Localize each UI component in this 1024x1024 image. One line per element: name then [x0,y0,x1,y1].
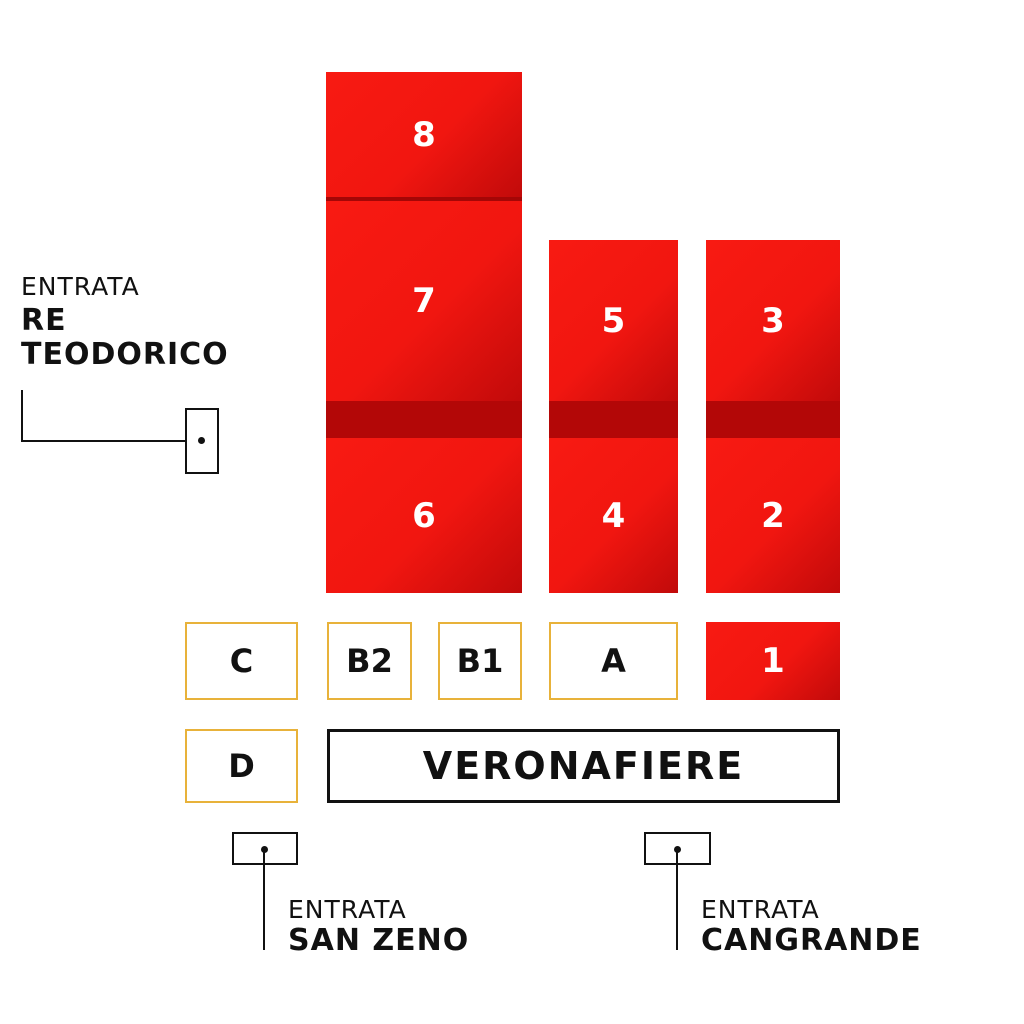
hall-3-label: 3 [761,300,785,341]
hall-1[interactable]: 1 [706,622,840,700]
leader-line [21,390,23,442]
leader-line [676,850,678,950]
entrance-name: SAN ZENO [288,923,470,958]
pavilion-d[interactable]: D [185,729,298,803]
entrance-dot [674,846,681,853]
hall-divider [706,401,840,438]
pavilion-a[interactable]: A [549,622,678,700]
pavilion-b2[interactable]: B2 [327,622,412,700]
hall-2-label: 2 [761,495,785,536]
entrance-prefix: ENTRATA [21,272,140,301]
hall-7-label: 7 [412,281,436,321]
hall-2[interactable]: 2 [706,438,840,593]
entrance-dot [198,437,205,444]
hall-4-label: 4 [601,495,626,536]
pavilion-b2-label: B2 [346,642,393,680]
leader-line [263,850,265,950]
entrance-name-line1: RE [21,303,67,338]
hall-7[interactable]: 7 [326,201,522,401]
hall-divider [549,401,678,438]
entrance-prefix: ENTRATA [701,895,820,924]
hall-5-label: 5 [601,300,626,341]
pavilion-b1-label: B1 [456,642,504,680]
pavilion-d-label: D [228,747,255,785]
hall-3[interactable]: 3 [706,240,840,401]
pavilion-a-label: A [601,642,626,680]
hall-6-label: 6 [412,495,436,536]
entrance-name: CANGRANDE [701,923,922,958]
venue-block[interactable]: VERONAFIERE [327,729,840,803]
entrance-dot [261,846,268,853]
hall-divider [326,401,522,438]
hall-8-label: 8 [412,115,436,155]
entrance-re-teodorico-marker[interactable] [185,408,219,474]
pavilion-c-label: C [229,642,254,680]
leader-line [21,440,202,442]
hall-8[interactable]: 8 [326,72,522,198]
hall-5[interactable]: 5 [549,240,678,401]
entrance-prefix: ENTRATA [288,895,407,924]
hall-4[interactable]: 4 [549,438,678,593]
hall-divider [326,197,522,201]
hall-6[interactable]: 6 [326,438,522,593]
pavilion-b1[interactable]: B1 [438,622,522,700]
pavilion-c[interactable]: C [185,622,298,700]
venue-label: VERONAFIERE [422,744,745,788]
hall-1-label: 1 [761,641,785,681]
entrance-name-line2: TEODORICO [21,337,229,372]
